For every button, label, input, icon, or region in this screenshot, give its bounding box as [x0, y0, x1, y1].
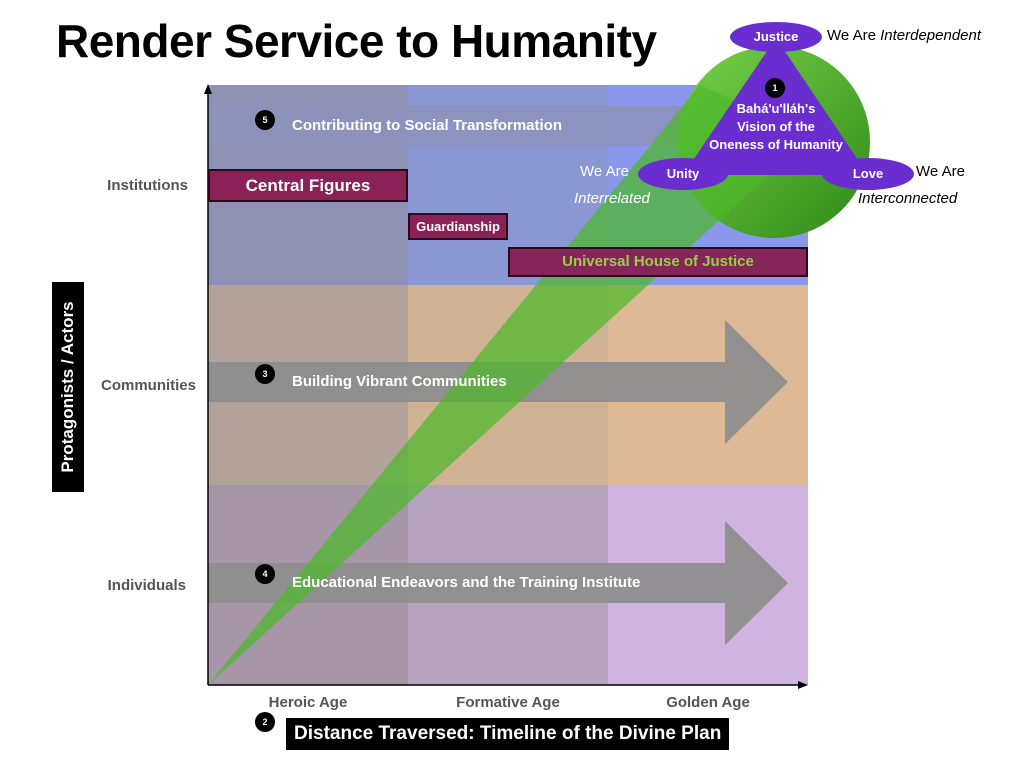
oval-justice: Justice	[730, 22, 822, 52]
arrow-label-educational-endeavors: Educational Endeavors and the Training I…	[292, 574, 641, 591]
row-label-institutions: Institutions	[107, 177, 188, 194]
row-label-communities: Communities	[100, 377, 196, 394]
vision-text: Bahá'u'lláh's Vision of the Oneness of H…	[709, 101, 843, 152]
age-label-heroic: Heroic Age	[268, 694, 348, 711]
oval-love: Love	[822, 158, 914, 190]
green-cone	[208, 85, 812, 685]
page-title: Render Service to Humanity	[56, 15, 657, 67]
arrow-badge-educational-endeavors: 4	[255, 564, 275, 584]
y-axis-title: Protagonists / Actors	[52, 282, 84, 492]
arrow-label-vibrant-communities: Building Vibrant Communities	[292, 373, 507, 390]
arrow-badge-vibrant-communities: 3	[255, 364, 275, 384]
arrow-educational-endeavors	[208, 521, 788, 645]
age-label-golden: Golden Age	[666, 694, 750, 711]
phase-guardianship: Guardianship	[408, 213, 508, 240]
phase-central-figures: Central Figures	[208, 169, 408, 202]
phase-universal-house-of-justice-label: Universal House of Justice	[562, 253, 754, 270]
age-label-formative: Formative Age	[456, 694, 560, 711]
interdependent-text: We Are Interdependent	[827, 27, 982, 44]
interconnected-word: Interconnected	[858, 190, 958, 207]
arrow-social-transformation	[208, 63, 790, 189]
interconnected-prefix: We Are	[916, 163, 965, 180]
arrow-badge-social-transformation: 5	[255, 110, 275, 130]
row-label-individuals: Individuals	[107, 577, 186, 594]
vision-triangle	[683, 38, 868, 175]
interrelated-word: Interrelated	[574, 190, 650, 207]
oval-unity: Unity	[638, 158, 728, 190]
vision-badge: 1	[765, 78, 785, 98]
interrelated-prefix: We Are	[580, 163, 629, 180]
phase-universal-house-of-justice	[508, 247, 808, 277]
arrow-label-social-transformation: Contributing to Social Transformation	[292, 117, 562, 134]
x-axis-title: Distance Traversed: Timeline of the Divi…	[286, 718, 730, 750]
x-axis-badge: 2	[255, 712, 275, 732]
